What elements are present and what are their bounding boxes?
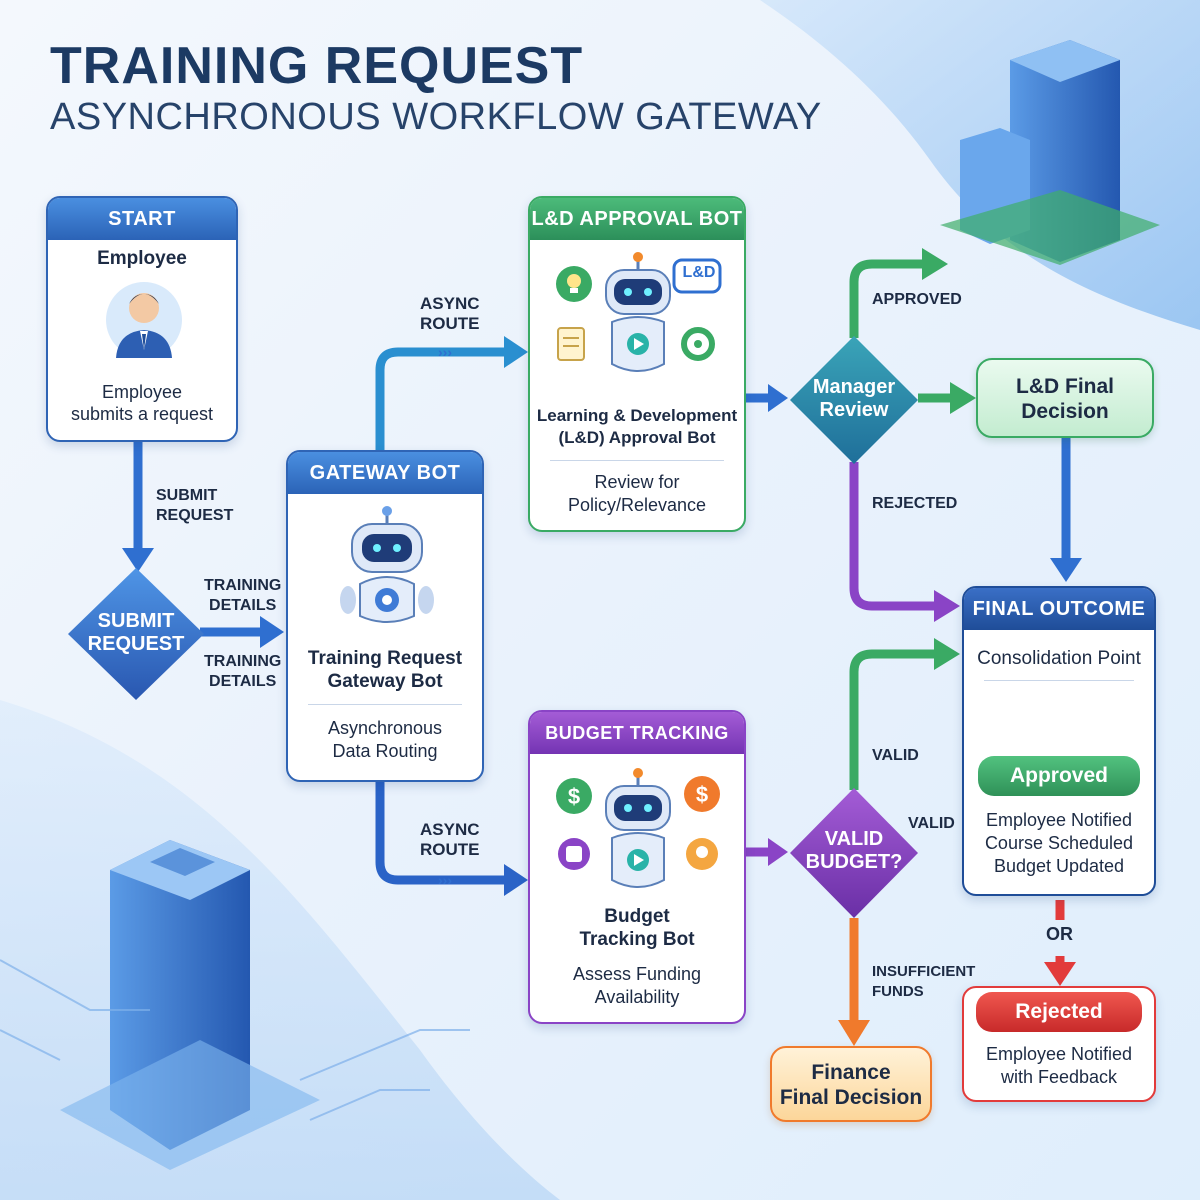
svg-text:$: $ (568, 784, 580, 809)
gateway-name-2: Gateway Bot (327, 671, 443, 692)
label-submit-request: SUBMIT REQUEST (156, 487, 234, 524)
svg-text:$: $ (696, 782, 708, 807)
budget-name-2: Tracking Bot (579, 929, 695, 950)
building-bottom-icon (60, 840, 320, 1170)
approved-line-2: Course Scheduled (984, 833, 1134, 853)
label-or: OR (1046, 924, 1073, 944)
gateway-header: GATEWAY BOT (288, 452, 482, 494)
arrow-gateway-to-budget (375, 782, 506, 885)
label-valid-side: VALID (908, 815, 955, 832)
arrow-manager-rejected (849, 462, 938, 611)
ld-final-line-2: Decision (1021, 400, 1109, 423)
employee-avatar-icon (106, 282, 182, 358)
label-valid-top: VALID (872, 747, 919, 764)
consolidation-point: Consolidation Point (977, 648, 1141, 669)
label-insufficient-funds: INSUFFICIENT FUNDS (872, 963, 976, 1000)
arrow-valid-to-outcome (849, 649, 938, 790)
label-rejected: REJECTED (872, 495, 958, 512)
ld-desc-1: Review for (594, 472, 680, 492)
submit-diamond (68, 568, 204, 700)
manager-review-label: Manager Review (812, 376, 896, 421)
valid-budget-diamond (790, 788, 918, 918)
approved-badge: Approved (978, 756, 1140, 796)
valid-budget-label: VALID BUDGET? (805, 828, 903, 873)
gateway-card: GATEWAY BOT Training Request Gateway Bot… (286, 450, 484, 782)
ld-final-decision-box: L&D Final Decision (976, 358, 1154, 438)
ld-divider (550, 460, 724, 461)
ld-badge: L&D (682, 264, 716, 281)
finance-final-line-1: Finance (811, 1061, 891, 1084)
gateway-robot-icon (340, 506, 434, 623)
approved-line-3: Budget Updated (993, 856, 1125, 876)
start-desc-1: Employee (101, 382, 183, 402)
label-training-details-bottom: TRAINING DETAILS (204, 653, 282, 690)
page-subtitle: ASYNCHRONOUS WORKFLOW GATEWAY (50, 96, 822, 138)
ld-final-line-1: L&D Final (1016, 375, 1114, 398)
budget-robot-icon: $ $ (556, 768, 720, 888)
budget-header: BUDGET TRACKING BOT (530, 712, 744, 785)
label-training-details-top: TRAINING DETAILS (204, 577, 282, 614)
start-desc-2: submits a request (70, 404, 214, 424)
label-approved: APPROVED (872, 291, 962, 308)
rejected-line-1: Employee Notified (985, 1044, 1133, 1064)
budget-desc-1: Assess Funding (572, 964, 702, 984)
arrow-gateway-to-ld (375, 347, 506, 450)
rejected-badge: Rejected (976, 992, 1142, 1032)
page-title: TRAINING REQUEST (50, 37, 584, 95)
gateway-divider (308, 704, 462, 705)
ld-approval-card: L&D APPROVAL BOT L&D Learning & Developm… (528, 196, 746, 532)
manager-review-diamond (790, 336, 918, 464)
ld-name-1: Learning & Development (536, 406, 738, 425)
budget-tracking-card: BUDGET TRACKING BOT $ $ Budget Tracking … (528, 710, 746, 1024)
gateway-name-1: Training Request (307, 648, 463, 669)
ld-name-2: (L&D) Approval Bot (558, 428, 716, 447)
label-async-route-bottom: ASYNC ROUTE (420, 820, 480, 859)
rejected-line-2: with Feedback (1000, 1067, 1118, 1087)
label-async-route-top: ASYNC ROUTE (420, 294, 480, 333)
ld-desc-2: Policy/Relevance (567, 495, 707, 515)
approved-line-1: Employee Notified (985, 810, 1133, 830)
chevrons-bottom: ››› (438, 872, 452, 888)
start-header: START (48, 198, 236, 240)
ld-approval-header: L&D APPROVAL BOT (530, 198, 744, 240)
outcome-divider (984, 680, 1134, 681)
budget-desc-2: Availability (594, 987, 680, 1007)
submit-diamond-label: SUBMIT REQUEST (87, 610, 185, 655)
start-card: START Employee Employee submits a reques… (46, 196, 238, 442)
rejected-card: Rejected Employee Notified with Feedback (962, 986, 1156, 1102)
building-top-icon (940, 40, 1160, 265)
start-role: Employee (97, 248, 187, 269)
final-outcome-card: FINAL OUTCOME Consolidation Point Approv… (962, 586, 1156, 896)
gateway-desc-2: Data Routing (332, 741, 438, 761)
final-outcome-header: FINAL OUTCOME (964, 588, 1154, 630)
ld-robot-icon (556, 252, 722, 372)
gateway-desc-1: Asynchronous (327, 718, 443, 738)
finance-final-decision-box: Finance Final Decision (770, 1046, 932, 1122)
finance-final-line-2: Final Decision (779, 1086, 923, 1109)
chevrons-top: ››› (438, 344, 452, 360)
arrow-manager-approved (849, 259, 926, 338)
budget-name-1: Budget (604, 906, 670, 927)
